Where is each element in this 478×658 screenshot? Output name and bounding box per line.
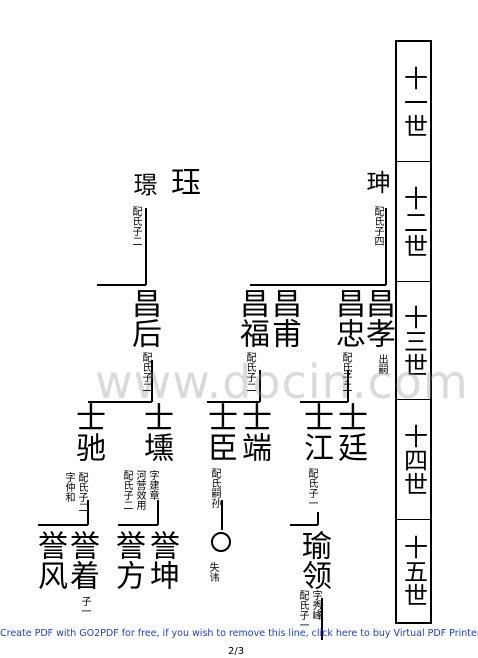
generation-14: 十四世: [397, 400, 430, 520]
note-shixun-c: 配氏子二: [121, 470, 132, 510]
person-shiduan: 士端: [236, 402, 271, 462]
note-shixun-b: 河营效用: [134, 470, 145, 510]
unknown-person-circle: [211, 532, 231, 552]
person-yuzhe: 誉着: [64, 530, 99, 590]
note-shixun-a: 字建章: [147, 470, 158, 500]
note-changzhong: 配氏子二: [340, 352, 351, 392]
person-yuling: 瑜领: [296, 530, 331, 590]
person-yukun: 誉坤: [144, 530, 179, 590]
generation-11: 十一世: [397, 42, 430, 162]
person-jing: 璟: [129, 172, 157, 196]
note-changfu: 配氏子二: [244, 352, 255, 392]
note-jing: 配氏子二: [130, 206, 141, 246]
page-number: 2/3: [228, 646, 245, 657]
generation-12: 十二世: [397, 162, 430, 282]
person-shen: 珅: [362, 170, 390, 194]
person-shichi: 士驰: [70, 402, 105, 462]
generation-15: 十五世: [399, 535, 428, 607]
person-changzhong: 昌忠: [330, 288, 365, 348]
person-yufeng: 誉风: [32, 530, 67, 590]
watermark: www.docin.com: [95, 355, 469, 409]
note-shijiang: 配氏子一: [306, 468, 317, 508]
person-changhou: 昌后: [126, 288, 161, 348]
generation-column: 十一世 十二世 十三世 十四世 十五世: [395, 40, 432, 624]
person-shixun: 士壎: [138, 402, 173, 462]
note-shen: 配氏子四: [372, 206, 383, 246]
person-changxiao: 昌孝: [360, 288, 395, 348]
person-shichen: 士臣: [202, 402, 237, 462]
note-yuzhe: 子一: [79, 596, 90, 616]
person-shiting: 士廷: [332, 402, 367, 462]
person-jue: 珏: [165, 166, 200, 196]
person-changfu-2: 昌甫: [266, 288, 301, 348]
note-unknown: 失讳: [207, 562, 218, 582]
note-shichi-b: 字仲和: [63, 472, 74, 502]
note-changxiao: 出嗣: [376, 354, 387, 374]
generation-13: 十三世: [397, 282, 430, 400]
note-changhou: 配氏子二: [140, 352, 151, 392]
person-shijiang: 士江: [298, 402, 333, 462]
person-changfu: 昌福: [234, 288, 269, 348]
pdf-footer-link[interactable]: Create PDF with GO2PDF for free, if you …: [0, 628, 478, 639]
person-yufang: 誉方: [110, 530, 145, 590]
note-shichi-a: 配氏子二: [76, 472, 87, 512]
note-shichen: 配氏嗣孙: [209, 468, 220, 508]
note-yuling-a: 字秀峰: [310, 590, 321, 620]
note-yuling-b: 配氏子一: [297, 590, 308, 630]
